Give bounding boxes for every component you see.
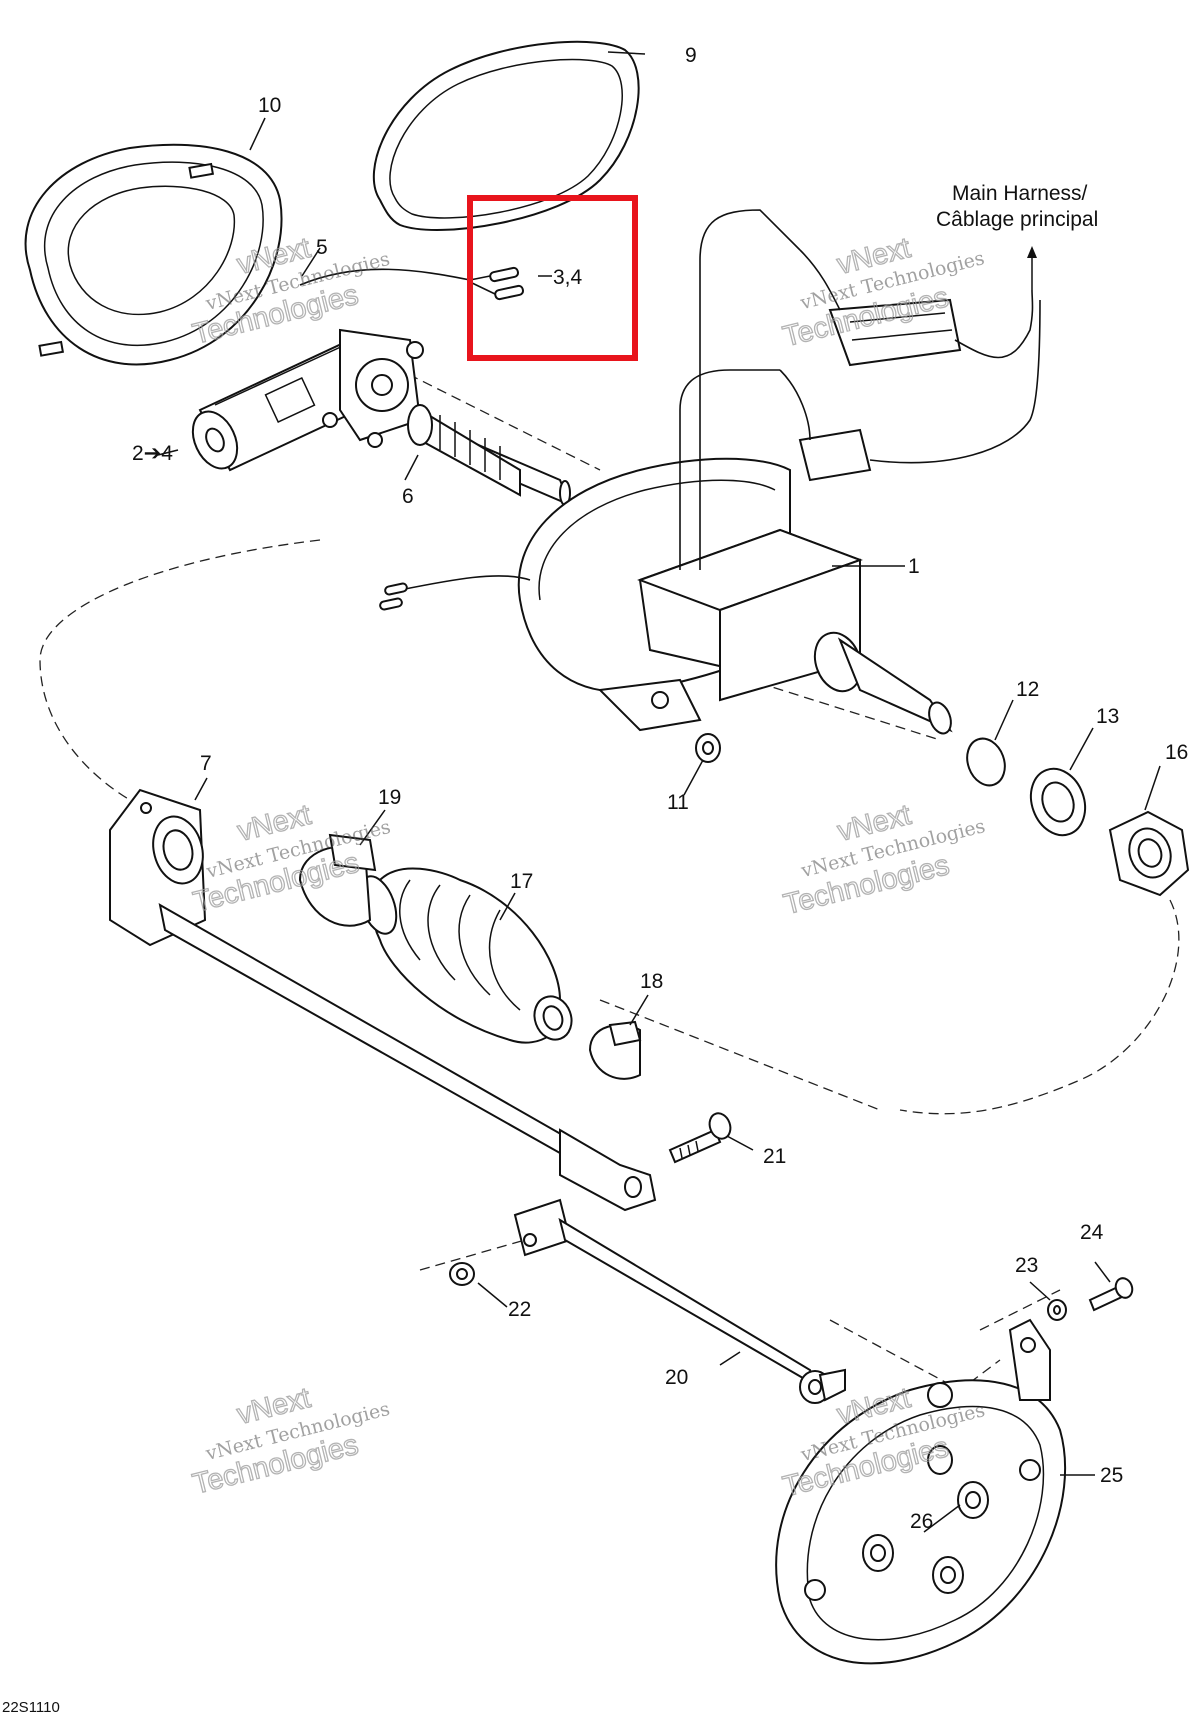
callout-2-4: 2➔4	[132, 442, 173, 465]
callout-17: 17	[510, 870, 533, 893]
callout-25: 25	[1100, 1464, 1123, 1487]
part-3-4-terminals	[299, 266, 524, 301]
part-12-o-ring	[966, 737, 1006, 787]
part-21-bolt	[668, 1112, 732, 1164]
callout-9: 9	[685, 44, 697, 67]
part-16-nut	[1108, 810, 1190, 897]
leader-lines	[157, 51, 1161, 1533]
part-9-seal	[372, 40, 640, 231]
part-1-housing	[379, 209, 953, 735]
callout-19: 19	[378, 786, 401, 809]
watermark-5: vNext vNext Technologies Technologies	[189, 1381, 392, 1501]
part-11-nut	[695, 733, 721, 763]
callout-21: 21	[763, 1145, 786, 1168]
part-25-ring	[775, 1318, 1067, 1665]
callout-23: 23	[1015, 1254, 1038, 1277]
callout-13: 13	[1096, 705, 1119, 728]
main-harness-label: Main Harness/ Câblage principal	[936, 182, 1098, 231]
harness-connectors	[779, 246, 1041, 482]
callout-26: 26	[910, 1510, 933, 1533]
part-10-cover	[24, 143, 283, 366]
part-20-rod	[513, 1198, 846, 1404]
part-24-bolt	[1088, 1277, 1134, 1312]
callout-3-4: 3,4	[553, 266, 583, 289]
callout-20: 20	[665, 1366, 688, 1389]
part-2-4-motor	[191, 328, 424, 472]
part-13-washer	[1029, 767, 1087, 837]
callout-12: 12	[1016, 678, 1039, 701]
highlight-box	[467, 195, 638, 361]
callout-18: 18	[640, 970, 663, 993]
callout-11: 11	[667, 791, 689, 814]
callout-1: 1	[908, 555, 920, 578]
callout-5: 5	[316, 236, 328, 259]
part-22-nut	[449, 1262, 475, 1286]
harness-label-line1: Main Harness/	[952, 182, 1088, 205]
callout-24: 24	[1080, 1221, 1104, 1244]
callout-labels: 1 2➔4 3,4 5 6 7 9 10 11 12 13 16 17 18 1…	[132, 44, 1188, 1533]
part-17-boot	[358, 867, 573, 1044]
part-23-washer	[1047, 1299, 1067, 1321]
harness-label-line2: Câblage principal	[936, 208, 1098, 231]
part-19-clamp	[298, 833, 377, 927]
diagram-code: 22S1110	[2, 1699, 60, 1714]
callout-6: 6	[402, 485, 414, 508]
callout-10: 10	[258, 94, 281, 117]
watermark-4: vNext vNext Technologies Technologies	[780, 798, 988, 921]
callout-16: 16	[1165, 741, 1188, 764]
part-18-clamp	[588, 1020, 642, 1080]
callout-22: 22	[508, 1298, 531, 1321]
callout-7: 7	[200, 752, 212, 775]
part-6-worm-shaft	[407, 404, 572, 507]
part-26-grommets	[862, 1445, 989, 1594]
part-7-bracket-shaft	[109, 788, 657, 1212]
